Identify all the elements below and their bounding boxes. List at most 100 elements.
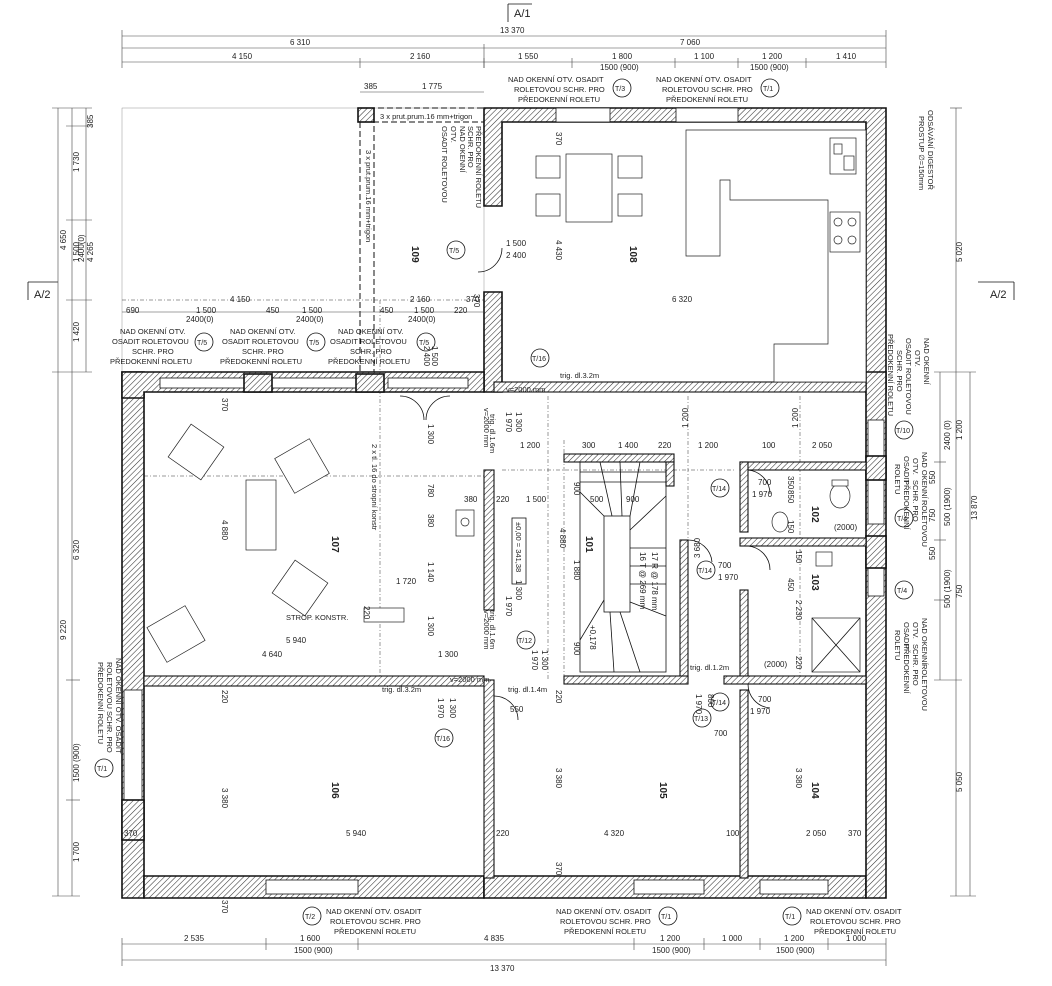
svg-text:SCHR. PRO: SCHR. PRO [466,126,475,168]
dimension-chain-left: 385 1 730 4 265 4 650 1 500 2400(0) 1 42… [52,107,95,897]
svg-text:OTV.: OTV. [911,622,920,639]
svg-text:ROLETOVOU SCHR. PRO: ROLETOVOU SCHR. PRO [560,917,651,926]
svg-text:T/12: T/12 [518,638,532,645]
svg-text:T/4: T/4 [897,588,907,595]
interior-walls [143,381,867,879]
svg-text:NAD OKENNÍ: NAD OKENNÍ [920,452,929,500]
svg-text:PŘEDOKENNÍ ROLETU: PŘEDOKENNÍ ROLETU [96,662,105,744]
svg-text:13 370: 13 370 [500,26,525,35]
svg-text:1 410: 1 410 [836,52,857,61]
note-prut-1: 3 x prut.prum.16 mm+trigon [380,112,472,121]
room-labels: 101 102 103 104 105 106 107 108 109 [329,246,820,799]
svg-text:1 970: 1 970 [718,573,739,582]
staircase: 17 R @ 178 mm 16 T @ 269 mm +0,178 [579,461,667,673]
tags: T/3 T/1 T/5 T/5 T/5 T/5 T/16 T/10 T/14 T… [94,78,914,926]
svg-text:380: 380 [464,495,478,504]
svg-text:NAD OKENNÍ OTV.: NAD OKENNÍ OTV. [338,327,404,336]
svg-text:ROLETOVOU SCHR. PRO: ROLETOVOU SCHR. PRO [105,662,114,753]
svg-text:370: 370 [124,829,138,838]
svg-text:NAD OKENNÍ OTV. OSADIT: NAD OKENNÍ OTV. OSADIT [508,75,604,84]
svg-text:SCHR. PRO: SCHR. PRO [132,347,174,356]
note-prut-2: 3 x prut.prum.16 mm+trigon [364,150,373,242]
svg-text:370: 370 [220,900,229,914]
note-bottom-3: NAD OKENNÍ OTV. OSADIT ROLETOVOU SCHR. P… [806,907,902,936]
svg-text:T/4: T/4 [897,516,907,523]
svg-text:370: 370 [554,132,563,146]
svg-text:PŘEDOKENNÍ ROLETU: PŘEDOKENNÍ ROLETU [886,334,895,416]
svg-text:1 000: 1 000 [722,934,743,943]
svg-text:1 300: 1 300 [426,424,435,445]
svg-text:1 500: 1 500 [526,495,547,504]
svg-text:2 160: 2 160 [410,295,431,304]
svg-text:550: 550 [928,470,937,484]
svg-text:450: 450 [786,578,795,592]
exterior-walls [121,107,887,899]
svg-text:T/1: T/1 [661,914,671,921]
svg-text:550: 550 [928,546,937,560]
svg-text:1 800: 1 800 [612,52,633,61]
svg-text:T/1: T/1 [97,766,107,773]
svg-text:2400 (0): 2400 (0) [943,420,952,450]
svg-text:SCHR. PRO: SCHR. PRO [895,350,904,392]
note-strop-konsr: 2 x tl. 16 do stropní konstr [370,444,379,531]
svg-text:1500 (900): 1500 (900) [600,63,639,72]
room-104: 104 [809,782,820,799]
svg-text:1 550: 1 550 [518,52,539,61]
svg-text:2 400: 2 400 [506,251,527,260]
notes: NAD OKENNÍ OTV. OSADIT ROLETOVOU SCHR. P… [96,75,935,936]
svg-text:220: 220 [658,441,672,450]
svg-text:1 775: 1 775 [422,82,443,91]
svg-text:1 500: 1 500 [72,241,81,262]
svg-text:±0,00 = 341,38: ±0,00 = 341,38 [514,522,523,572]
svg-text:700: 700 [718,561,732,570]
svg-text:A/2: A/2 [34,289,51,301]
svg-text:385: 385 [86,114,95,128]
svg-text:500 (1900): 500 (1900) [943,569,952,608]
note-mid-2: NAD OKENNÍ OTV. OSADIT ROLETOVOU SCHR. P… [220,327,302,366]
svg-text:ROLETOVOU SCHR. PRO: ROLETOVOU SCHR. PRO [514,85,605,94]
svg-text:1 300: 1 300 [448,698,457,719]
svg-text:2 230: 2 230 [794,600,803,621]
svg-text:750: 750 [955,584,964,598]
svg-text:700: 700 [758,695,772,704]
svg-text:1 200: 1 200 [784,934,805,943]
svg-text:A/2: A/2 [990,289,1007,301]
note-bottom-2: NAD OKENNÍ OTV. OSADIT ROLETOVOU SCHR. P… [556,907,652,936]
svg-text:2 400: 2 400 [422,346,431,367]
svg-text:1 000: 1 000 [846,934,867,943]
svg-text:1 400: 1 400 [618,441,639,450]
svg-text:1 200: 1 200 [698,441,719,450]
svg-text:4 650: 4 650 [59,229,68,250]
note-right-3: NAD OKENNÍ OTV. OSADIT ROLETOVOU SCHR. P… [893,618,929,711]
trig-1: trig. dl.3.2m [560,371,599,380]
dimension-chain-top: 13 370 6 310 7 060 4 150 2 160 1 550 1 8… [121,26,887,93]
svg-text:+0,178: +0,178 [588,625,597,650]
svg-text:T/5: T/5 [419,340,429,347]
svg-text:150: 150 [786,520,795,534]
svg-text:1 100: 1 100 [694,52,715,61]
svg-text:1 730: 1 730 [72,151,81,172]
trig-3: trig. dl.1.6m [488,610,497,649]
svg-text:ROLETU: ROLETU [893,630,902,660]
svg-text:T/13: T/13 [694,716,708,723]
svg-text:500: 500 [590,495,604,504]
room-103: 103 [809,574,820,591]
svg-text:900: 900 [572,642,581,656]
svg-text:T/1: T/1 [785,914,795,921]
svg-text:OTV.: OTV. [913,350,922,367]
svg-text:OSADIT ROLETOVOU: OSADIT ROLETOVOU [112,337,189,346]
svg-text:1500 (900): 1500 (900) [652,946,691,955]
dimension-chain-bottom: 2 535 1 600 1500 (900) 4 835 1 200 1500 … [121,934,887,973]
trig-4: trig. dl.3.2m [382,685,421,694]
svg-text:450: 450 [380,306,394,315]
note-mid-1: NAD OKENNÍ OTV. OSADIT ROLETOVOU SCHR. P… [110,327,192,366]
svg-text:NAD OKENNÍ OTV. OSADIT: NAD OKENNÍ OTV. OSADIT [556,907,652,916]
svg-text:100: 100 [762,441,776,450]
svg-text:1 200: 1 200 [762,52,783,61]
svg-text:1 500: 1 500 [302,306,323,315]
svg-text:370: 370 [472,294,481,308]
svg-text:220: 220 [220,690,229,704]
svg-text:ROLETOVOU SCHR. PRO: ROLETOVOU SCHR. PRO [330,917,421,926]
svg-text:220: 220 [794,656,803,670]
